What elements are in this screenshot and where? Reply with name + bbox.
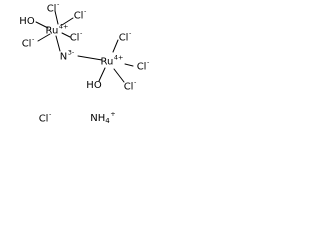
cl-f-charge: - (146, 58, 150, 67)
ho2-symbol: HO (86, 80, 102, 91)
bond-ru1-cl-b (61, 17, 74, 26)
cl-g-label: Cl- (123, 78, 137, 93)
bond-ru1-cl-a (54, 10, 59, 25)
cl-b-label: Cl- (73, 7, 87, 22)
cl-f-label: Cl- (136, 58, 150, 73)
ru2-label: Ru4+ (100, 53, 124, 68)
cl-a-symbol: Cl (46, 3, 57, 15)
cl-d-charge: - (31, 35, 35, 44)
cl-d-label: Cl- (21, 35, 35, 50)
n-label: N3- (59, 48, 75, 63)
ru2-charge: 4+ (113, 53, 124, 62)
bond-lines (35, 10, 134, 83)
cl-g-charge: - (133, 78, 137, 87)
bond-ru1-cl-d (37, 33, 51, 42)
ho1-symbol: HO (19, 16, 35, 27)
n-symbol: N (59, 51, 68, 63)
cl-a-label: Cl- (46, 0, 60, 15)
ru1-label: Ru4+ (45, 22, 69, 37)
ho1-label: HO (19, 17, 34, 27)
ru1-symbol: Ru (45, 25, 59, 37)
ru2-symbol: Ru (100, 56, 114, 68)
bond-ru1-n (55, 35, 61, 52)
ammonium-charge: + (110, 110, 116, 118)
cl-a-charge: - (56, 0, 60, 9)
structure-diagram: Cl- Cl- HO Ru4+ Cl- Cl- Cl- N3- Ru4+ Cl-… (0, 0, 163, 128)
ho2-label: HO (86, 81, 101, 91)
cl-e-symbol: Cl (118, 32, 129, 44)
bond-n-ru2 (77, 55, 103, 61)
cl-e-label: Cl- (118, 29, 132, 44)
cl-f-symbol: Cl (136, 61, 147, 73)
n-charge: 3- (67, 48, 75, 57)
ammonium-subscript: 4 (105, 117, 110, 125)
cl-c-label: Cl- (69, 29, 83, 44)
cl-b-symbol: Cl (73, 10, 84, 22)
ammonium-label: NH4+ (90, 111, 115, 125)
cl-e-charge: - (128, 29, 132, 38)
bond-ru2-cl-e (112, 39, 119, 53)
ammonium-symbol: NH (90, 113, 106, 124)
cl-d-symbol: Cl (21, 38, 32, 50)
cl-h-charge: - (48, 110, 52, 119)
cl-b-charge: - (83, 7, 87, 16)
cl-g-symbol: Cl (123, 81, 134, 93)
cl-c-charge: - (79, 29, 83, 38)
cl-c-symbol: Cl (69, 32, 80, 44)
bond-ru2-ho2 (98, 67, 106, 82)
cl-h-symbol: Cl (38, 113, 49, 125)
cl-h-label: Cl- (38, 110, 52, 125)
bond-ru1-cl-c (61, 32, 71, 38)
ru1-charge: 4+ (58, 22, 69, 31)
bond-ru2-cl-f (124, 63, 134, 67)
bond-ho1-ru1 (35, 21, 49, 29)
bond-ru2-cl-g (113, 68, 125, 83)
